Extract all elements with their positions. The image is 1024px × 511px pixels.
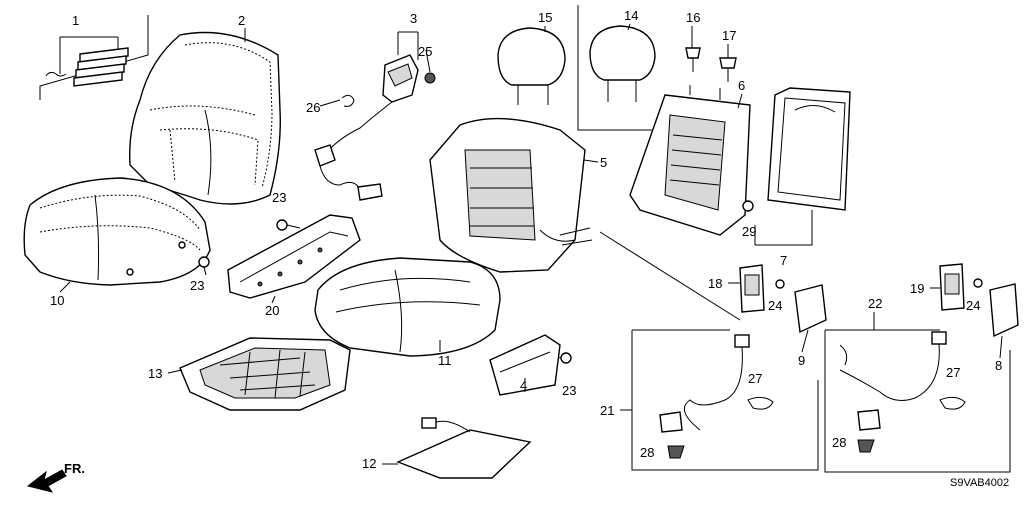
callout-25: 25 [418,44,432,59]
callout-5: 5 [600,155,607,170]
callout-23-top: 23 [272,190,286,205]
part-back-frame [629,85,751,236]
part-cushion-pad [314,257,501,357]
callout-12: 12 [362,456,376,471]
callout-17: 17 [722,28,736,43]
drawing-code: S9VAB4002 [950,477,1009,489]
callout-22: 22 [868,296,882,311]
part-side-cover [489,334,561,396]
callout-labels: 1 2 3 4 5 6 7 8 9 10 11 12 13 14 15 16 1… [50,8,1002,471]
part-switch-right [939,263,1019,338]
callout-19: 19 [910,281,924,296]
part-side-trim [227,214,361,299]
callout-28-left: 28 [640,445,654,460]
callout-9: 9 [798,353,805,368]
front-label: FR. [64,461,85,476]
part-back-panel [754,87,851,246]
callout-24-left: 24 [768,298,782,313]
divider-lines [39,5,668,131]
callout-4: 4 [520,378,527,393]
part-seat-harness [314,31,436,201]
callout-6: 6 [738,78,745,93]
knob-icon [685,47,754,212]
callout-14: 14 [624,8,638,23]
callout-27-left: 27 [748,371,762,386]
part-cushion-cover [23,177,211,286]
callout-2: 2 [238,13,245,28]
callout-13: 13 [148,366,162,381]
callout-15: 15 [538,10,552,25]
callout-1: 1 [72,13,79,28]
callout-29: 29 [742,224,756,239]
callout-21: 21 [600,403,614,418]
callout-10: 10 [50,293,64,308]
callout-20: 20 [265,303,279,318]
front-direction-arrow-icon [26,469,67,493]
callout-8: 8 [995,358,1002,373]
screw-icon [198,219,572,364]
leader-lines [59,23,1003,465]
callout-27-right: 27 [946,365,960,380]
callout-24-right: 24 [966,298,980,313]
part-seatback-pad [429,117,593,273]
part-seatback-cover [129,31,281,205]
callout-7: 7 [780,253,787,268]
callout-11: 11 [438,353,452,368]
part-seat-frame [179,337,351,411]
part-harness-21 [599,231,819,471]
callout-23-bottom: 23 [562,383,576,398]
callout-26: 26 [306,100,320,115]
callout-23-left: 23 [190,278,204,293]
part-harness-22 [824,329,1011,473]
callout-16: 16 [686,10,700,25]
part-switch [739,264,827,334]
part-heater-mat [396,417,532,479]
callout-28-right: 28 [832,435,846,450]
part-clips [45,36,129,87]
callout-3: 3 [410,11,417,26]
callout-18: 18 [708,276,722,291]
part-headrest [497,25,656,105]
